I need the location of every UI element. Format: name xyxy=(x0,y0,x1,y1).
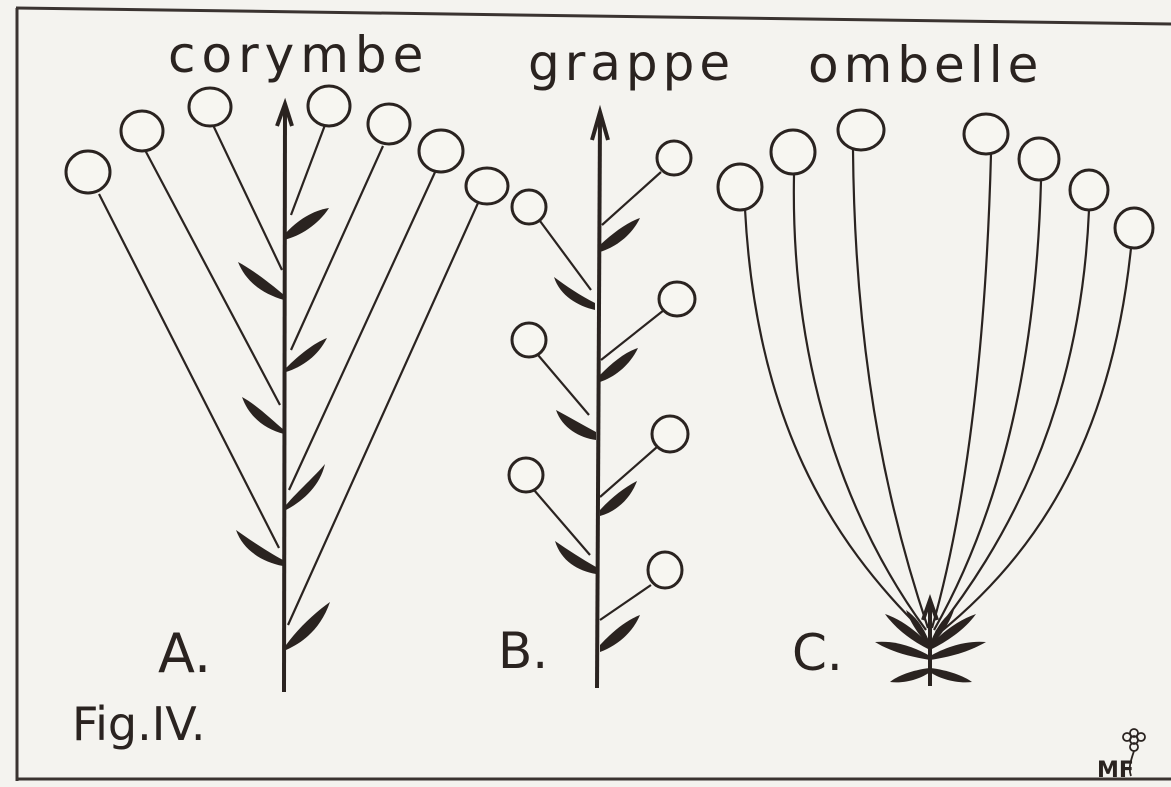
flower-bud xyxy=(512,323,546,357)
signature: MF xyxy=(1097,729,1145,783)
flower-bud xyxy=(1070,170,1108,210)
flower-bud xyxy=(466,168,508,204)
grappe-axis xyxy=(592,112,608,688)
flower-bud xyxy=(648,552,682,588)
flower-bud xyxy=(512,190,546,224)
flower-bud xyxy=(419,130,463,172)
figure-label: Fig.IV. xyxy=(72,697,205,751)
panel-corymbe: corymbe xyxy=(66,26,508,692)
flower-bud xyxy=(838,110,884,150)
ombelle-rays xyxy=(745,150,1131,634)
flower-bud xyxy=(657,141,691,175)
label-a: A. xyxy=(158,622,211,685)
flower-bud xyxy=(1019,138,1059,180)
panel-grappe: grappe xyxy=(498,34,735,688)
flower-bud xyxy=(659,282,695,316)
title-corymbe: corymbe xyxy=(168,26,429,84)
flower-bud xyxy=(771,130,815,174)
panel-ombelle: ombelle xyxy=(718,36,1153,686)
flower-bud xyxy=(509,458,543,492)
corymbe-axis xyxy=(277,104,292,692)
flower-bud xyxy=(66,151,110,193)
flower-bud xyxy=(121,111,163,151)
flower-bud xyxy=(368,104,410,144)
title-ombelle: ombelle xyxy=(808,36,1043,94)
flower-bud xyxy=(964,114,1008,154)
corymbe-pedicels xyxy=(99,125,478,625)
flower-bud xyxy=(189,88,231,126)
label-c: C. xyxy=(792,624,843,682)
label-b: B. xyxy=(498,622,548,680)
flower-bud xyxy=(652,416,688,452)
flower-bud xyxy=(718,164,762,210)
signature-initials: MF xyxy=(1097,758,1134,783)
flower-bud xyxy=(308,86,350,126)
flower-bud xyxy=(1115,208,1153,248)
title-grappe: grappe xyxy=(528,34,735,92)
grappe-flowers xyxy=(509,141,695,588)
